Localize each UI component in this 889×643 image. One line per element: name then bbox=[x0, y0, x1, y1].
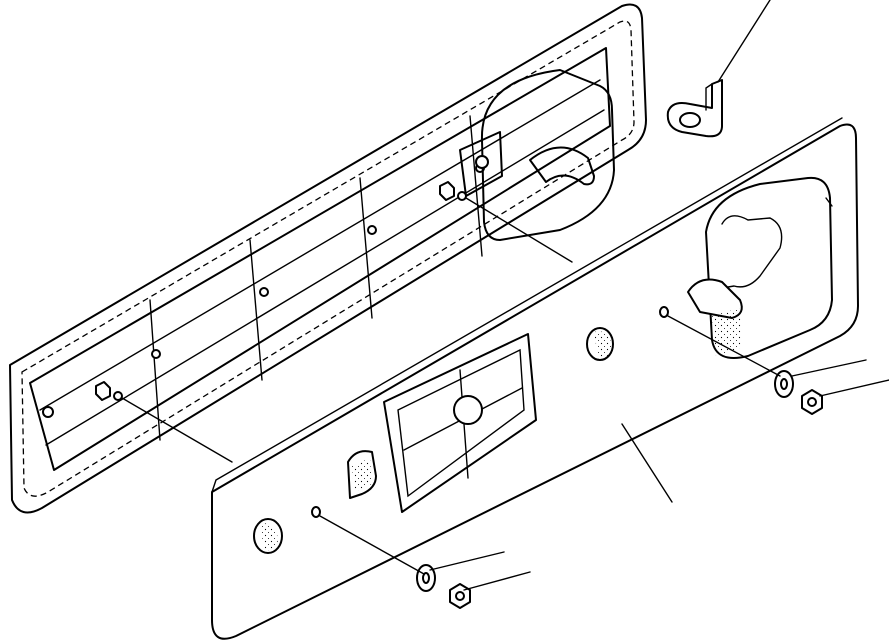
assembly-lines bbox=[121, 197, 781, 575]
nut-right bbox=[801, 389, 823, 415]
rear-bolt-right bbox=[439, 181, 467, 201]
bracket-part bbox=[666, 79, 723, 138]
washer-left bbox=[416, 564, 436, 592]
washer-right bbox=[774, 370, 794, 398]
rear-gasket-frame bbox=[9, 3, 647, 514]
leader-lines bbox=[429, 0, 889, 591]
front-cover-plate bbox=[211, 117, 859, 640]
nut-left bbox=[449, 583, 471, 609]
rear-bolt-left bbox=[95, 381, 123, 401]
